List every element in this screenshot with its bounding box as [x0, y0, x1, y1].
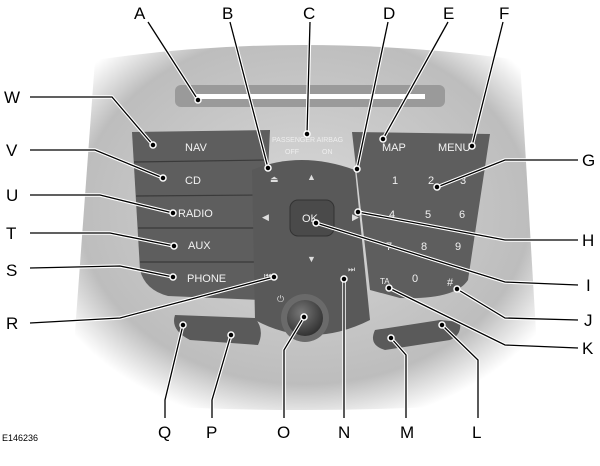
key-6[interactable]: 6: [459, 209, 465, 221]
nav-button[interactable]: NAV: [185, 142, 207, 154]
power-icon: ⏻: [277, 294, 284, 304]
key-1[interactable]: 1: [392, 175, 398, 187]
callout-d: D: [383, 4, 395, 23]
callout-w: W: [4, 88, 20, 107]
callout-n: N: [338, 423, 350, 442]
seek-back-icon[interactable]: ⏮: [264, 271, 271, 280]
left-arrow-icon[interactable]: ◀: [262, 212, 269, 222]
callout-h: H: [582, 231, 594, 250]
key-9[interactable]: 9: [455, 241, 461, 253]
cd-button[interactable]: CD: [185, 175, 201, 187]
callout-i: I: [586, 276, 591, 295]
callout-p: P: [206, 423, 217, 442]
phone-button[interactable]: PHONE: [187, 273, 226, 285]
map-button[interactable]: MAP: [382, 142, 406, 154]
callout-v: V: [6, 141, 18, 160]
navigation-pad: [252, 160, 370, 335]
cd-slot: [195, 94, 425, 99]
callout-k: K: [582, 339, 594, 358]
seek-forward-icon[interactable]: ⏭: [348, 265, 355, 274]
key-3[interactable]: 3: [460, 175, 466, 187]
left-button-block: [132, 130, 270, 300]
callout-l: L: [472, 423, 481, 442]
left-phone-buttons[interactable]: [174, 315, 261, 345]
callout-t: T: [6, 224, 16, 243]
callout-e: E: [443, 4, 454, 23]
right-button-block: [352, 132, 490, 299]
figure-code: E146236: [2, 433, 39, 443]
passenger-airbag-label: PASSENGER AIRBAG: [272, 137, 343, 144]
key-0[interactable]: 0: [412, 273, 418, 285]
key-4[interactable]: 4: [389, 209, 395, 221]
callout-u: U: [6, 186, 18, 205]
callout-g: G: [582, 151, 595, 170]
radio-button[interactable]: RADIO: [178, 208, 213, 220]
callout-q: Q: [158, 423, 171, 442]
callout-c: C: [303, 4, 315, 23]
key-hash[interactable]: #: [447, 277, 454, 289]
callout-r: R: [6, 314, 18, 333]
right-arrow-icon[interactable]: ▶: [352, 212, 359, 222]
down-arrow-icon[interactable]: ▼: [307, 254, 316, 264]
key-5[interactable]: 5: [425, 209, 431, 221]
callout-a: A: [134, 4, 146, 23]
callout-m: M: [400, 423, 414, 442]
eject-icon[interactable]: ⏏: [270, 174, 279, 184]
key-2[interactable]: 2: [428, 175, 434, 187]
airbag-on-label: ON: [322, 149, 333, 156]
airbag-off-label: OFF: [285, 149, 299, 156]
callout-f: F: [499, 4, 509, 23]
callout-dots: [149, 96, 476, 342]
callout-j: J: [584, 311, 593, 330]
callout-letters: A B C D E F G H I J K L M N O P Q R S T …: [4, 4, 595, 442]
leader-lines: [29, 21, 579, 418]
callout-b: B: [222, 4, 233, 23]
ta-button[interactable]: TA: [380, 277, 390, 286]
menu-button[interactable]: MENU: [438, 142, 470, 154]
aux-button[interactable]: AUX: [188, 240, 211, 252]
callout-o: O: [277, 423, 290, 442]
key-8[interactable]: 8: [421, 241, 427, 253]
button-dividers: [133, 159, 267, 263]
callout-s: S: [6, 261, 17, 280]
up-arrow-icon[interactable]: ▲: [307, 172, 316, 182]
